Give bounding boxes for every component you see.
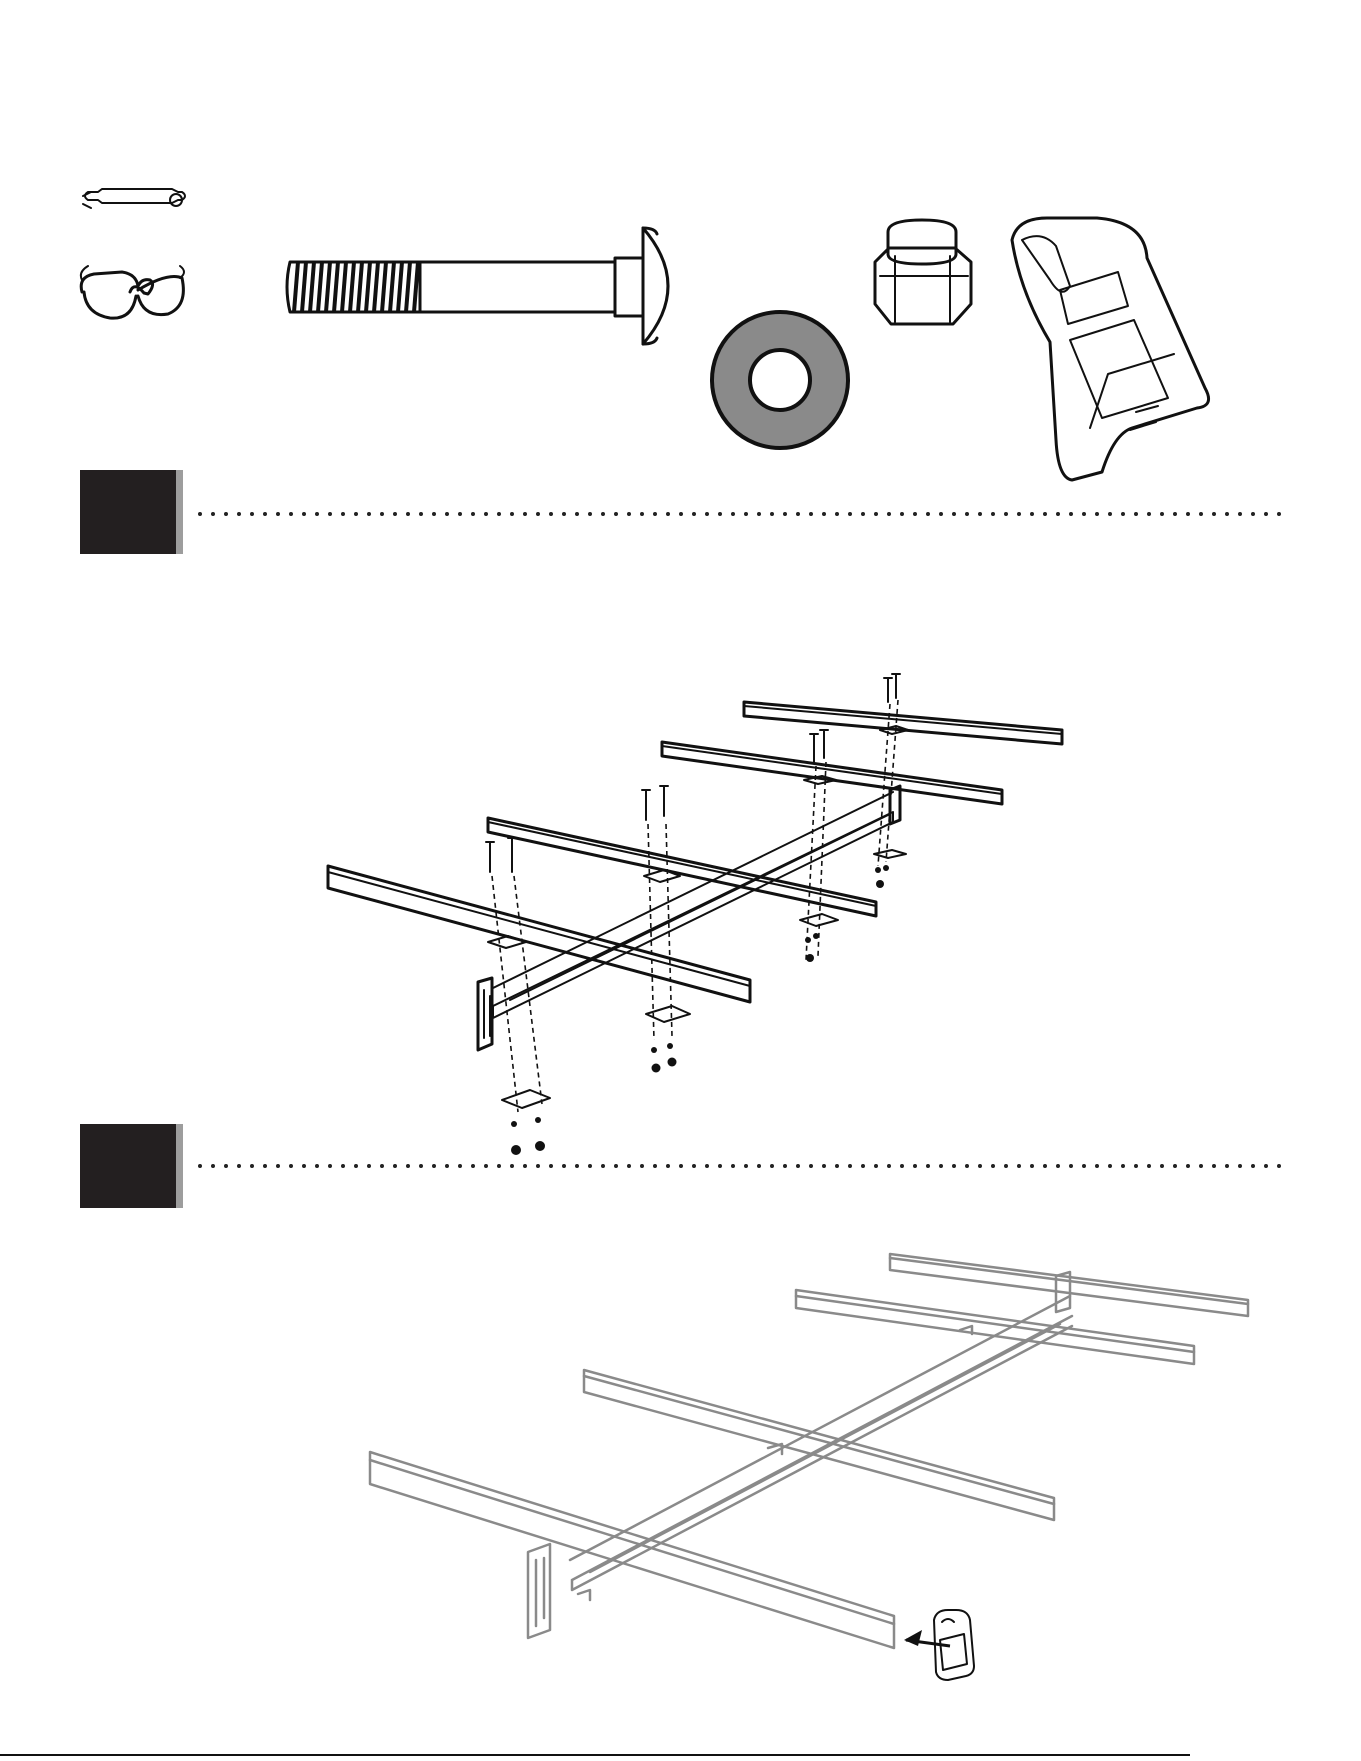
step1-exploded-frame-diagram — [328, 674, 1062, 1155]
step-number-box-2 — [80, 1124, 176, 1208]
step-header-2 — [80, 1124, 1282, 1208]
safety-glasses-icon — [81, 266, 184, 318]
nut — [875, 220, 971, 324]
carriage-bolt — [287, 228, 668, 344]
end-cap-insert-arrow — [904, 1630, 950, 1646]
step-number-box-1 — [80, 470, 176, 554]
washer — [712, 312, 848, 448]
step2-assembled-frame-diagram — [370, 1254, 1248, 1680]
wrench-icon — [83, 189, 185, 208]
step-header-1 — [80, 470, 1282, 554]
end-cap-small — [934, 1610, 974, 1680]
end-cap — [1012, 218, 1209, 480]
